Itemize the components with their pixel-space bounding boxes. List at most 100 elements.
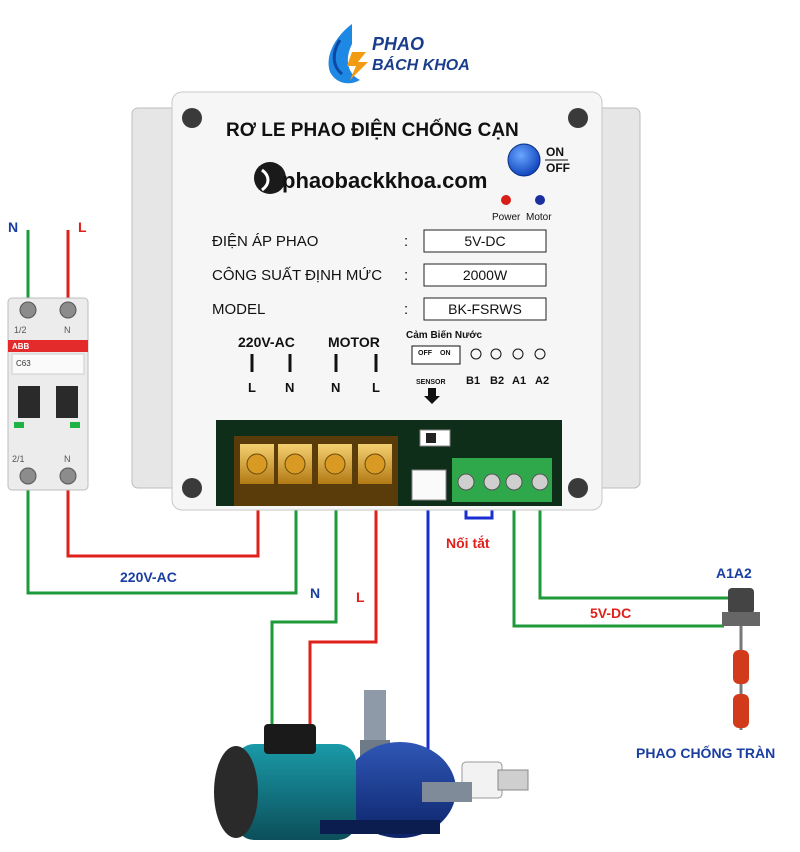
supply-voltage-label: 220V-AC [120,569,177,585]
arrow-down-icon [424,388,440,404]
pump-outlet-pipe [364,690,386,750]
sensor-connector[interactable] [411,469,447,501]
terminal-symbol-icon [470,348,482,360]
device-body [171,91,603,511]
breaker-info [11,353,85,375]
power-button[interactable] [507,143,541,177]
sensor-switch-diagram [411,345,461,365]
spec-label: ĐIỆN ÁP PHAO [212,233,318,250]
brand-logo: PHAO BÁCH KHOA [328,24,470,84]
terminal-screw-b1[interactable] [457,473,475,491]
brand-line2: BÁCH KHOA [372,55,470,74]
spec-value: 5V-DC [464,233,505,249]
float-ball-icon [733,694,749,728]
screw-head-icon [364,453,386,475]
float-cap [728,588,754,614]
spec-value-box [423,263,547,287]
a1-float-wire [512,490,724,628]
breaker-toggle[interactable] [18,386,40,418]
breaker-screw-icon [19,467,37,485]
breaker-screw-icon [59,301,77,319]
spec-label: MODEL [212,301,265,318]
brand-line1: PHAO [372,34,424,54]
spec-sep: : [404,267,408,284]
sensor-pin-a1: A1 [512,375,526,387]
website-logo-mark [261,168,270,192]
sensor-pin-b1: B1 [466,375,480,387]
water-wave-icon [332,39,344,76]
pump-inlet-pipe [422,782,472,802]
terminal-screw-a2[interactable] [531,473,549,491]
motor-n-wire [270,470,338,730]
motor-pin-l: L [372,380,380,395]
sensor-pin-a2: A2 [535,375,549,387]
breaker-label-strip [8,340,88,352]
breaker-model: C63 [16,359,31,368]
breaker-top-right: N [64,325,71,335]
spec-sep: : [404,233,408,250]
spec-value-box [423,229,547,253]
pump-junction-box [264,724,316,754]
screw-icon [182,108,202,128]
relay-device: RƠ LE PHAO ĐIỆN CHỐNG CẠN phaobackkhoa.c… [131,91,641,511]
screw-head-icon [324,453,346,475]
sensor-label: SENSOR [416,379,446,386]
motor-n-label: N [310,585,320,601]
spec-value-box [423,297,547,321]
lightning-bolt-icon [347,52,368,80]
screw-icon [568,478,588,498]
float-voltage-label: 5V-DC [590,605,631,621]
power-pin-l: L [248,380,256,395]
water-pump [214,690,472,840]
spec-label: CÔNG SUẤT ĐỊNH MỨC [212,267,382,284]
motor-led-icon [535,195,545,205]
a2-float-wire [538,490,730,600]
device-title: RƠ LE PHAO ĐIỆN CHỐNG CẠN [226,119,519,141]
supply-l-label: L [78,219,87,235]
website-url: phaobackkhoa.com [282,168,487,193]
spec-row: MODEL : BK-FSRWS [212,297,547,321]
screw-terminal-symbols [470,348,546,360]
sensor-on-label: ON [440,350,451,357]
terminal-screw-b2[interactable] [483,473,501,491]
breaker-bottom-left: 2/1 [12,454,25,464]
breaker-brand: ABB [12,342,30,351]
float-terminal-label: A1A2 [716,565,752,581]
breaker-toggle[interactable] [56,386,78,418]
motor-terminal-title: MOTOR [328,334,380,350]
motor-fan-cover [214,746,258,838]
pump-base [320,820,440,834]
float-name-label: PHAO CHỐNG TRÀN [636,744,775,761]
terminal-screw-a1[interactable] [505,473,523,491]
breaker-indicator [70,422,80,428]
float-bracket [722,612,760,626]
sensor-pin-b2: B2 [490,375,504,387]
breaker-indicator [14,422,24,428]
breaker-screw-icon [59,467,77,485]
screw-icon [182,478,202,498]
breaker-top-left: 1/2 [14,325,27,335]
spec-sep: : [404,301,408,318]
sensor-off-label: OFF [418,350,433,357]
pump-motor [236,744,356,840]
spec-row: ĐIỆN ÁP PHAO : 5V-DC [212,229,547,253]
float-switch [722,588,760,730]
power-led-label: Power [492,212,521,223]
motor-pin-n: N [331,380,340,395]
terminal-symbol-icon [534,348,546,360]
breaker-n-to-device-wire [26,470,298,595]
power-terminal-title: 220V-AC [238,334,295,350]
breaker-l-to-device-wire [66,470,260,558]
float-ball-icon [733,650,749,684]
switch-off-label: OFF [546,161,570,175]
screw-head-icon [284,453,306,475]
sensor-title: Cảm Biến Nước [406,329,482,341]
circuit-breaker: 1/2 N ABB C63 2/1 N [7,297,89,491]
motor-l-label: L [356,589,365,605]
switch-on-label: ON [546,145,564,159]
terminal-symbol-icon [490,348,502,360]
power-led-icon [501,195,511,205]
screw-icon [568,108,588,128]
spec-row: CÔNG SUẤT ĐỊNH MỨC : 2000W [212,263,547,287]
